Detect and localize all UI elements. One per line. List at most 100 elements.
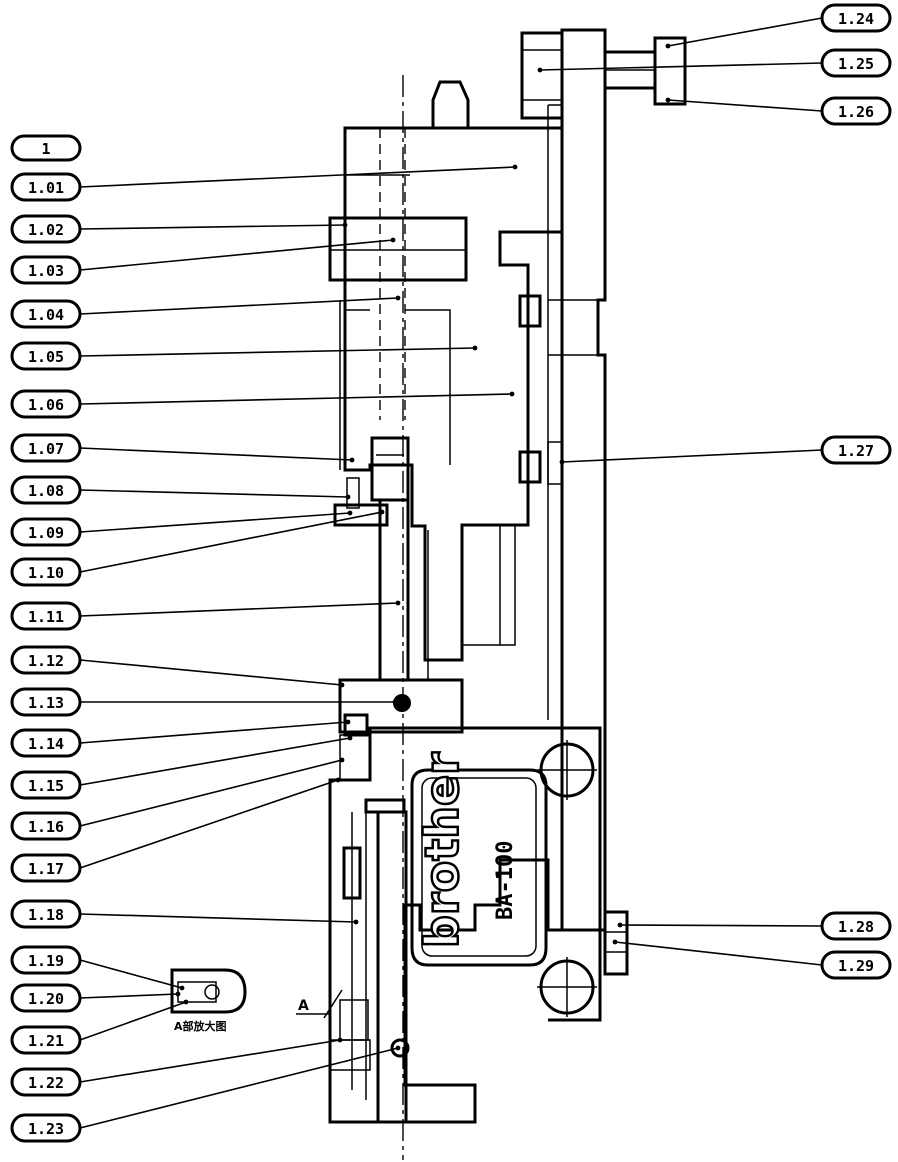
leader-1-08: [79, 489, 349, 498]
callout-1-10: 1.10: [10, 557, 82, 587]
leader-1-12: [79, 659, 343, 686]
detail-a-view: A部放大图: [170, 968, 247, 1033]
leader-1-06: [79, 393, 513, 405]
svg-text:1.13: 1.13: [28, 694, 64, 712]
leader-1-27-dot: [559, 459, 565, 465]
leader-1-03-dot: [390, 237, 396, 243]
svg-text:1.02: 1.02: [28, 221, 64, 239]
svg-text:1.19: 1.19: [28, 952, 64, 970]
svg-text:1.20: 1.20: [28, 990, 64, 1008]
leader-1-10-dot: [379, 509, 385, 515]
leader-1-11-dot: [395, 600, 401, 606]
svg-text:1.12: 1.12: [28, 652, 64, 670]
callout-1-07: 1.07: [10, 433, 82, 463]
leader-1-01-dot: [512, 164, 518, 170]
leader-1-14-dot: [345, 719, 351, 725]
callout-1-17: 1.17: [10, 853, 82, 883]
leader-1-09-dot: [347, 510, 353, 516]
callout-1-29: 1.29: [820, 950, 892, 980]
svg-text:1.14: 1.14: [28, 735, 64, 753]
leader-1-06-dot: [509, 391, 515, 397]
callout-1-16: 1.16: [10, 811, 82, 841]
leader-1-15: [79, 737, 351, 786]
leader-1-13-dot: [392, 699, 398, 705]
callout-1-06: 1.06: [10, 389, 82, 419]
callout-1-25: 1.25: [820, 48, 892, 78]
leader-1-22-dot: [337, 1037, 343, 1043]
callout-assembly: 1: [10, 134, 82, 162]
callout-1-15: 1.15: [10, 770, 82, 800]
leader-1-11: [79, 602, 399, 617]
callout-1-13: 1.13: [10, 687, 82, 717]
callout-1-20: 1.20: [10, 983, 82, 1013]
svg-text:1.15: 1.15: [28, 777, 64, 795]
callout-1-23: 1.23: [10, 1113, 82, 1143]
leader-1-26-dot: [665, 97, 671, 103]
svg-text:1.10: 1.10: [28, 564, 64, 582]
svg-text:1.22: 1.22: [28, 1074, 64, 1092]
leader-1-04: [79, 297, 399, 315]
callout-1-28: 1.28: [820, 911, 892, 941]
leader-lines: [79, 17, 823, 1129]
leader-1-29-dot: [612, 939, 618, 945]
callout-1-08: 1.08: [10, 475, 82, 505]
callout-1-12: 1.12: [10, 645, 82, 675]
svg-text:1.08: 1.08: [28, 482, 64, 500]
leader-1-18: [79, 913, 357, 923]
leader-1-04-dot: [395, 295, 401, 301]
svg-text:1.05: 1.05: [28, 348, 64, 366]
leader-1-05: [79, 347, 476, 357]
leader-1-23-dot: [395, 1045, 401, 1051]
leader-1-01: [79, 166, 516, 188]
leader-1-28-dot: [617, 922, 623, 928]
leader-1-21: [79, 1001, 187, 1041]
machine-body: brother BA-100 A: [296, 28, 687, 1160]
model-label: BA-100: [493, 841, 518, 920]
svg-text:1.23: 1.23: [28, 1120, 64, 1138]
svg-text:1.07: 1.07: [28, 440, 64, 458]
leader-1-26: [667, 99, 823, 112]
svg-text:1.11: 1.11: [28, 608, 64, 626]
svg-text:1.01: 1.01: [28, 179, 64, 197]
leader-1-25-dot: [537, 67, 543, 73]
callout-1-04: 1.04: [10, 299, 82, 329]
leader-1-16-dot: [339, 757, 345, 763]
callout-1-02: 1.02: [10, 214, 82, 244]
leader-1-19: [79, 959, 183, 989]
svg-text:1.26: 1.26: [838, 103, 874, 121]
leader-1-24: [667, 17, 823, 47]
leader-1-20-dot: [175, 991, 181, 997]
leader-1-02-dot: [342, 222, 348, 228]
leader-1-07: [79, 447, 353, 461]
leader-1-03: [79, 239, 394, 271]
svg-text:1.25: 1.25: [838, 55, 874, 73]
leader-1-12-dot: [339, 682, 345, 688]
leader-1-05-dot: [472, 345, 478, 351]
leader-1-02: [79, 224, 346, 230]
callout-1-09: 1.09: [10, 517, 82, 547]
callout-1-05: 1.05: [10, 341, 82, 371]
svg-text:1.27: 1.27: [838, 442, 874, 460]
leader-1-23: [79, 1047, 399, 1129]
section-mark-a: A: [298, 998, 309, 1014]
leader-1-07-dot: [349, 457, 355, 463]
leader-1-08-dot: [345, 494, 351, 500]
leader-1-09: [79, 512, 351, 533]
svg-text:1.21: 1.21: [28, 1032, 64, 1050]
callout-1-21: 1.21: [10, 1025, 82, 1055]
leader-1-24-dot: [665, 43, 671, 49]
svg-text:1.09: 1.09: [28, 524, 64, 542]
callout-1-26: 1.26: [820, 96, 892, 126]
callout-1-01: 1.01: [10, 172, 82, 202]
leader-1-10: [79, 511, 383, 573]
svg-text:1.18: 1.18: [28, 906, 64, 924]
svg-text:1: 1: [41, 140, 50, 158]
callout-1-19: 1.19: [10, 945, 82, 975]
leader-1-17-dot: [335, 777, 341, 783]
callout-1-22: 1.22: [10, 1067, 82, 1097]
svg-text:1.04: 1.04: [28, 306, 64, 324]
svg-text:1.24: 1.24: [838, 10, 874, 28]
leader-1-25: [539, 62, 823, 71]
callout-1-24: 1.24: [820, 3, 892, 33]
leader-1-15-dot: [347, 735, 353, 741]
